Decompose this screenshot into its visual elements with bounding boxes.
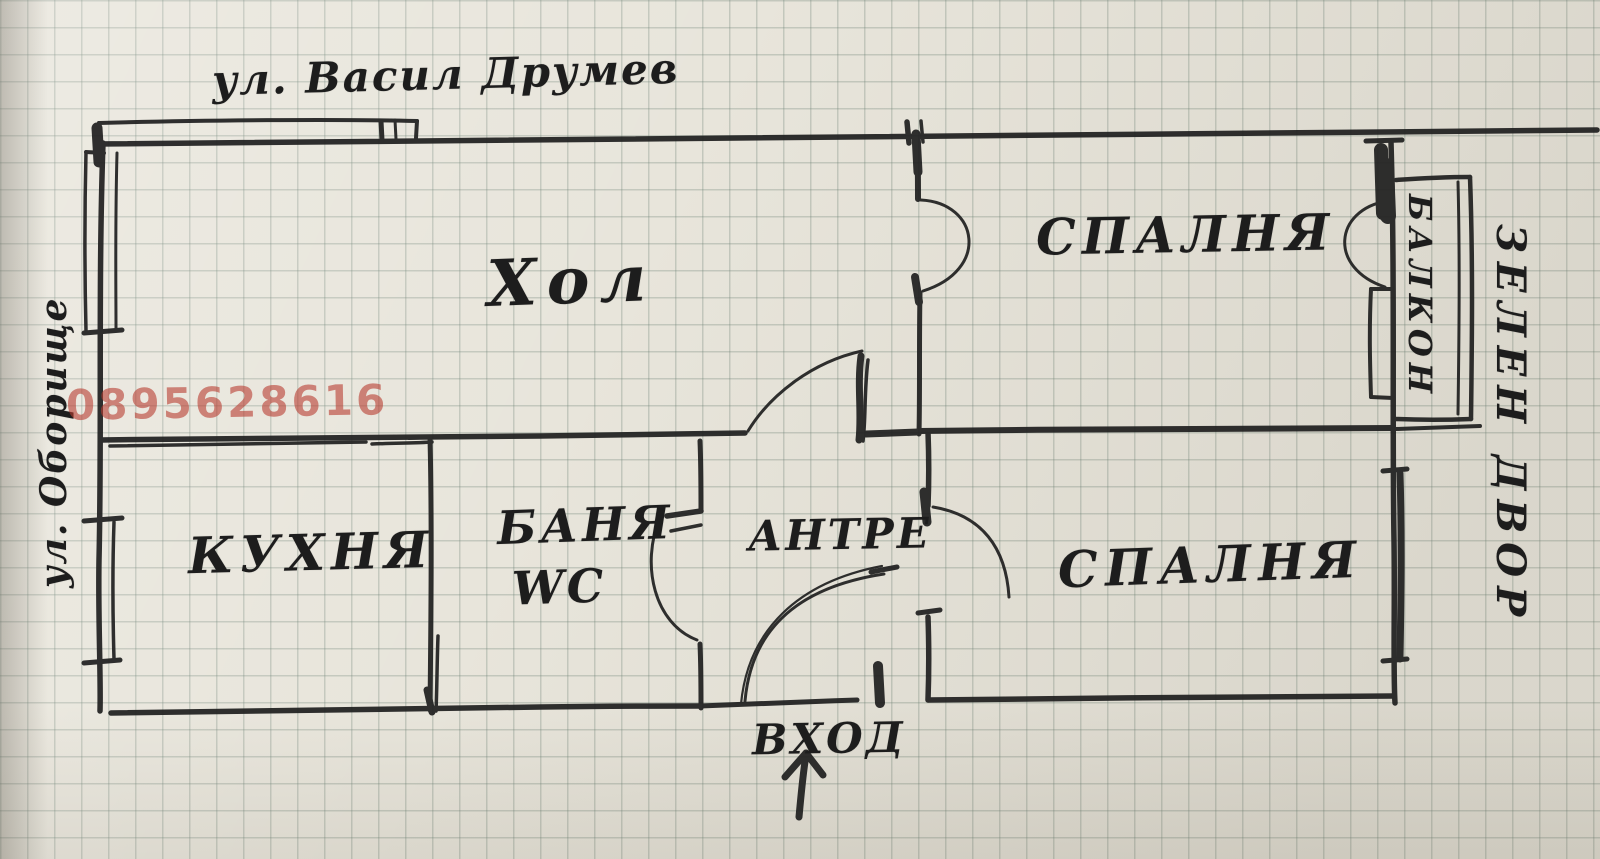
sketch-details: [91, 122, 1405, 716]
yard-label: ЗЕЛЕН ДВОР: [1487, 224, 1534, 626]
street-name-top: ул. Васил Друмев: [211, 43, 680, 106]
door-arcs: [649, 198, 1389, 706]
outer-walls: [93, 127, 1600, 716]
street-name-left: ул. Оборище: [33, 296, 75, 588]
room-label-bedroom-bottom: СПАЛНЯ: [1057, 529, 1365, 600]
balcony-label: БАЛКОН: [1401, 194, 1439, 399]
phone-watermark: 0895628616: [65, 375, 389, 430]
room-label-bathroom: БАНЯ: [496, 494, 675, 556]
room-label-bedroom-top: СПАЛНЯ: [1035, 202, 1336, 267]
entrance-arrow-icon: [781, 749, 827, 821]
room-label-hallway: АНТРЕ: [747, 508, 933, 561]
balcony-outline: [1393, 174, 1482, 431]
room-label-living-room: Хол: [485, 241, 658, 322]
room-label-wc: WC: [511, 558, 608, 616]
room-label-kitchen: КУХНЯ: [187, 519, 435, 586]
entrance-label: ВХОД: [751, 712, 907, 765]
